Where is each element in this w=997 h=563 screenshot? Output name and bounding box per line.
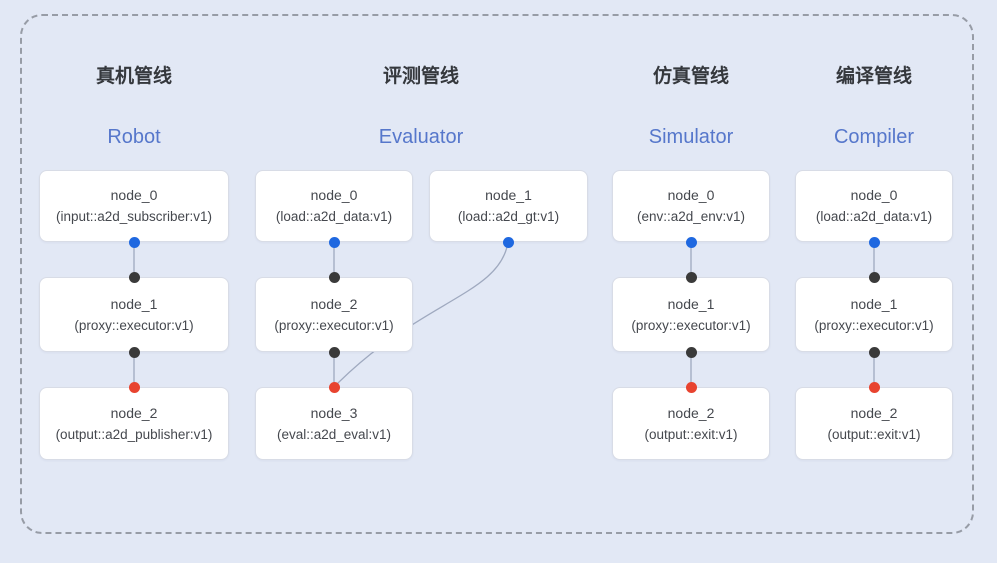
node-type-label: (output::exit:v1) <box>644 426 738 442</box>
node-type-label: (input::a2d_subscriber:v1) <box>55 209 213 224</box>
node-name-label: node_3 <box>310 404 358 421</box>
output-port-dot <box>685 236 697 248</box>
node-type-label: (proxy::executor:v1) <box>274 317 394 333</box>
node-evaluator-node_0: node_0(load::a2d_data:v1) <box>255 170 413 242</box>
pipeline-title-en-compiler: Compiler <box>833 126 915 148</box>
node-type-label: (env::a2d_env:v1) <box>636 209 746 224</box>
node-type-label: (load::a2d_data:v1) <box>275 209 393 224</box>
output-port-dot <box>128 236 140 248</box>
node-compiler-node_0: node_0(load::a2d_data:v1) <box>795 170 953 242</box>
output-port-dot <box>868 236 880 248</box>
edge-curve <box>333 241 509 388</box>
input-port-dot <box>868 271 880 283</box>
node-type-label: (output::a2d_publisher:v1) <box>55 426 213 442</box>
node-name-label: node_1 <box>850 295 898 312</box>
node-robot-node_0: node_0(input::a2d_subscriber:v1) <box>39 170 229 242</box>
pipeline-title-en-simulator: Simulator <box>648 126 734 148</box>
input-port-dot <box>328 346 340 358</box>
node-simulator-node_1: node_1(proxy::executor:v1) <box>612 277 770 352</box>
terminal-port-dot <box>868 381 880 393</box>
pipeline-title-zh-simulator: 仿真管线 <box>652 66 730 87</box>
input-port-dot <box>128 271 140 283</box>
node-type-label: (load::a2d_data:v1) <box>815 209 933 224</box>
terminal-port-dot <box>685 381 697 393</box>
node-robot-node_1: node_1(proxy::executor:v1) <box>39 277 229 352</box>
pipeline-title-zh-robot: 真机管线 <box>95 66 173 87</box>
output-port-dot <box>502 236 514 248</box>
input-port-dot <box>685 346 697 358</box>
node-type-label: (output::exit:v1) <box>827 426 921 442</box>
node-robot-node_2: node_2(output::a2d_publisher:v1) <box>39 387 229 460</box>
dashed-frame-border <box>20 14 974 534</box>
node-simulator-node_0: node_0(env::a2d_env:v1) <box>612 170 770 242</box>
terminal-port-dot <box>328 381 340 393</box>
pipeline-title-zh-compiler: 编译管线 <box>835 66 913 87</box>
node-name-label: node_2 <box>850 404 898 421</box>
terminal-port-dot <box>128 381 140 393</box>
pipeline-title-zh-evaluator: 评测管线 <box>382 66 460 87</box>
node-name-label: node_2 <box>667 404 715 421</box>
pipeline-title-en-robot: Robot <box>107 126 161 148</box>
node-evaluator-node_1: node_1(load::a2d_gt:v1) <box>429 170 588 242</box>
node-type-label: (load::a2d_gt:v1) <box>457 209 560 224</box>
node-evaluator-node_3: node_3(eval::a2d_eval:v1) <box>255 387 413 460</box>
node-type-label: (eval::a2d_eval:v1) <box>276 426 392 442</box>
node-name-label: node_1 <box>485 187 532 203</box>
node-name-label: node_1 <box>110 295 158 312</box>
node-name-label: node_2 <box>310 295 358 312</box>
input-port-dot <box>868 346 880 358</box>
input-port-dot <box>128 346 140 358</box>
node-evaluator-node_2: node_2(proxy::executor:v1) <box>255 277 413 352</box>
node-name-label: node_0 <box>667 187 715 203</box>
node-name-label: node_0 <box>110 187 158 203</box>
node-type-label: (proxy::executor:v1) <box>814 317 934 333</box>
node-name-label: node_0 <box>310 187 358 203</box>
input-port-dot <box>685 271 697 283</box>
node-name-label: node_0 <box>850 187 898 203</box>
node-compiler-node_2: node_2(output::exit:v1) <box>795 387 953 460</box>
input-port-dot <box>328 271 340 283</box>
output-port-dot <box>328 236 340 248</box>
node-type-label: (proxy::executor:v1) <box>74 317 194 333</box>
node-name-label: node_2 <box>110 404 158 421</box>
node-type-label: (proxy::executor:v1) <box>631 317 751 333</box>
node-simulator-node_2: node_2(output::exit:v1) <box>612 387 770 460</box>
node-compiler-node_1: node_1(proxy::executor:v1) <box>795 277 953 352</box>
pipeline-title-en-evaluator: Evaluator <box>378 126 464 148</box>
node-name-label: node_1 <box>667 295 715 312</box>
